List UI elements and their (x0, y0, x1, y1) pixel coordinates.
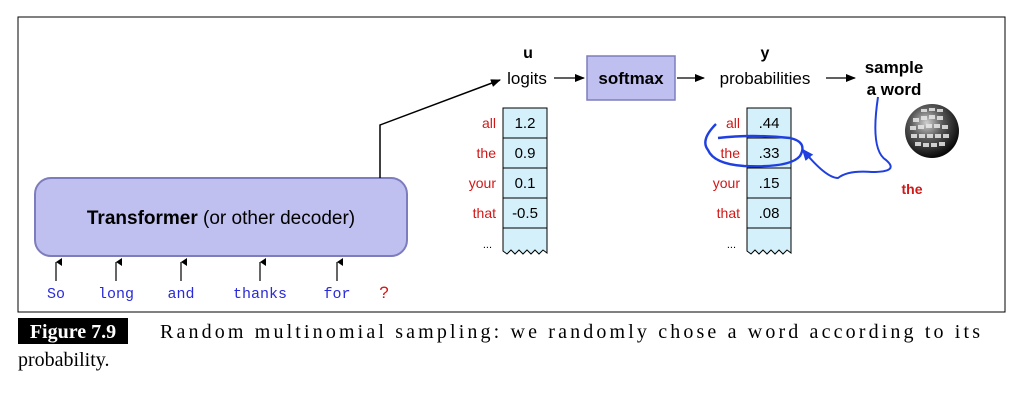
logits-row-words: all the your that ... (469, 115, 497, 251)
row-word: all (482, 115, 496, 131)
caption-text-line2: probability. (18, 349, 109, 371)
prob-cell-torn (746, 227, 792, 255)
logit-value: 0.1 (515, 175, 536, 192)
selection-loop (704, 123, 804, 168)
row-word: all (726, 115, 740, 131)
input-token: long (98, 286, 134, 303)
prob-value: .44 (759, 115, 780, 132)
decoder-box (34, 177, 408, 257)
row-word: your (469, 175, 497, 191)
input-token: So (47, 286, 65, 303)
softmax-label: softmax (598, 69, 664, 88)
input-token: for (323, 286, 350, 303)
caption-label: Figure 7.9 (30, 321, 116, 343)
prob-cell (746, 167, 792, 199)
probabilities-row-words: all the your that ... (713, 115, 741, 251)
input-arrows (55, 258, 343, 281)
symbol-u: u (523, 45, 533, 62)
row-word: the (477, 145, 497, 161)
logit-value: -0.5 (512, 205, 538, 222)
logit-value: 0.9 (515, 145, 536, 162)
figure-frame (17, 16, 1006, 313)
caption-text: Random multinomial sampling: we randomly… (160, 321, 980, 343)
prob-value: .15 (759, 175, 780, 192)
sample-label-line2: a word (867, 80, 922, 99)
input-token: and (167, 286, 194, 303)
figure-caption: Figure 7.9 Random multinomial sampling: … (18, 318, 980, 371)
row-word: that (717, 205, 740, 221)
logit-cell-torn (502, 227, 548, 255)
prob-value: .33 (759, 145, 780, 162)
probabilities-label: probabilities (720, 69, 811, 88)
probabilities-column: .44 .33 .15 .08 (746, 107, 792, 255)
row-word: the (721, 145, 741, 161)
logit-value: 1.2 (515, 115, 536, 132)
decoder-label: Transformer (or other decoder) (87, 208, 355, 229)
logits-label: logits (507, 69, 547, 88)
softmax-box (586, 55, 676, 101)
logits-column: 1.2 0.9 0.1 -0.5 (502, 107, 548, 255)
symbol-y: y (761, 45, 770, 62)
input-tokens: So long and thanks for (47, 286, 351, 303)
sample-label-line1: sample (865, 58, 924, 77)
decoder-to-logits-arrow (379, 79, 501, 178)
disco-ball-icon (905, 104, 959, 158)
next-token-marker: ? (379, 283, 388, 302)
row-word: that (473, 205, 496, 221)
prob-cell (746, 107, 792, 139)
input-token: thanks (233, 286, 287, 303)
sampling-arrow (801, 96, 892, 180)
row-ellipsis: ... (727, 239, 736, 251)
caption-label-box (18, 318, 128, 344)
row-ellipsis: ... (483, 239, 492, 251)
prob-value: .08 (759, 205, 780, 222)
sampled-word: the (902, 181, 923, 197)
row-word: your (713, 175, 741, 191)
